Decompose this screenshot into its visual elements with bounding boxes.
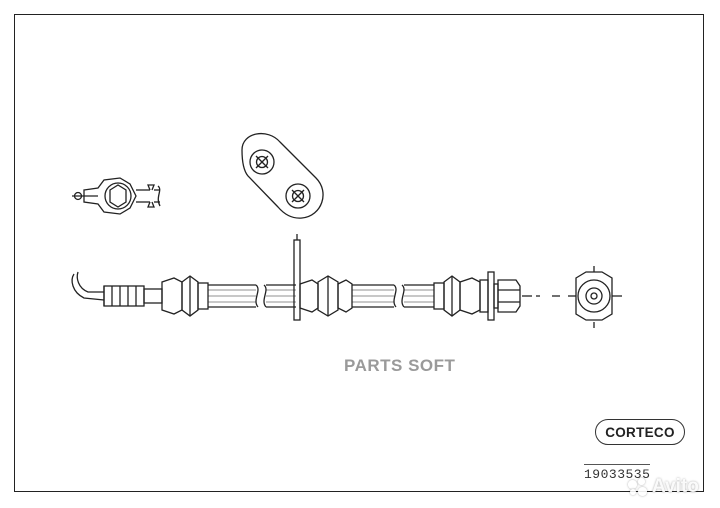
- part-number: 19033535: [584, 464, 651, 482]
- bracket-plate-detail: [241, 132, 324, 219]
- parts-soft-watermark: PARTS SOFT: [344, 356, 456, 375]
- corteco-logo: CORTECO: [595, 419, 685, 445]
- avito-watermark: Avito: [628, 476, 699, 498]
- drawing-frame: [14, 14, 704, 492]
- corteco-logo-text: CORTECO: [605, 424, 675, 440]
- hose-assembly: [71, 234, 540, 321]
- avito-dots-icon: [628, 478, 648, 496]
- avito-text: Avito: [652, 476, 699, 497]
- left-eye-fitting-detail: [72, 177, 161, 215]
- fitting-end-view: [552, 266, 622, 328]
